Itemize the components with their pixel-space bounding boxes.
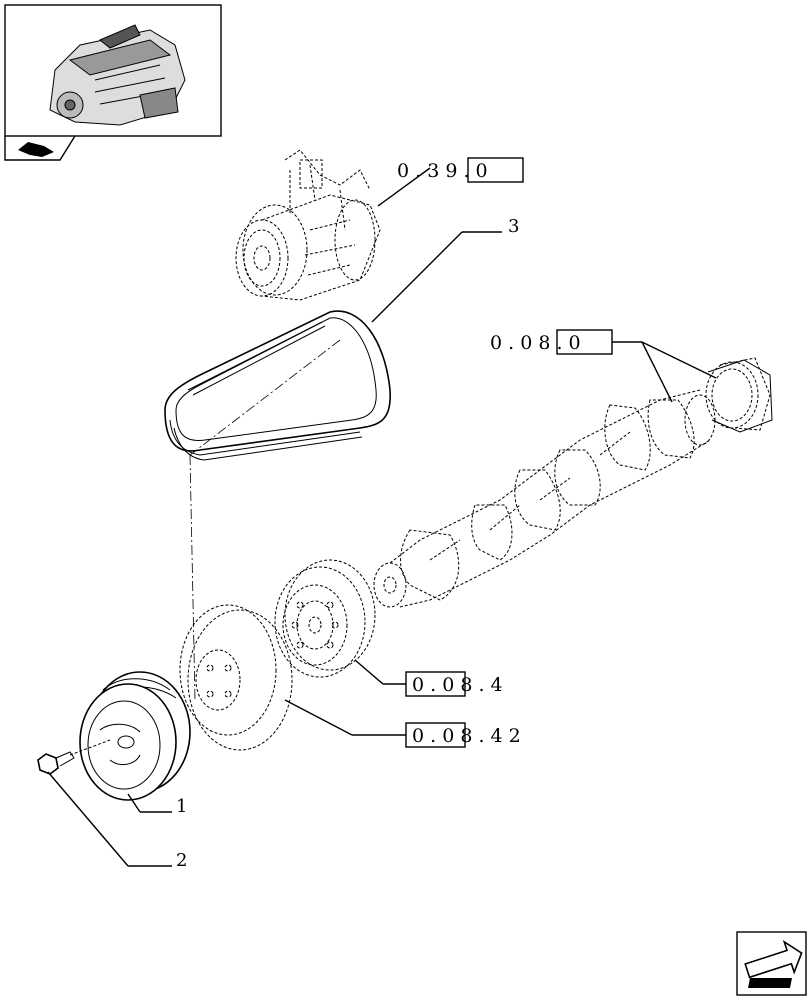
compressor-ref-box[interactable] — [467, 157, 524, 183]
compressor-ref-label[interactable]: 0 . 3 9 . 0 — [397, 160, 488, 182]
crankshaft-pulley — [79, 671, 191, 801]
nav-previous-tab[interactable] — [4, 135, 76, 161]
damper-ref-label[interactable]: 0 . 0 8 . 4 — [412, 674, 503, 696]
pulley-alignment-line — [189, 454, 196, 701]
ac-compressor-ghost — [235, 149, 381, 301]
screw-callout: 2 — [176, 850, 187, 871]
pulley-ref-box[interactable] — [405, 722, 466, 748]
belt-callout: 3 — [508, 216, 519, 237]
damper-flange-ghost — [179, 604, 293, 751]
book-arrow-icon — [18, 142, 54, 157]
next-arrow-icon — [744, 939, 803, 979]
crankshaft-ghost — [373, 389, 716, 608]
poly-v-belt — [164, 310, 391, 461]
crank-pulley-callout: 1 — [176, 796, 187, 817]
pulley-ref-label[interactable]: 0 . 0 8 . 4 2 — [412, 725, 521, 747]
vibration-damper-ghost — [274, 559, 376, 678]
nav-next-button[interactable] — [736, 931, 807, 996]
damper-ref-box[interactable] — [405, 671, 466, 697]
gear-ref-label[interactable]: 0 . 0 8 . 0 — [490, 332, 581, 354]
crankshaft-gear — [705, 357, 773, 433]
belt-axis-line — [189, 339, 341, 456]
engine-thumbnail[interactable] — [4, 4, 222, 137]
screw — [37, 739, 111, 775]
